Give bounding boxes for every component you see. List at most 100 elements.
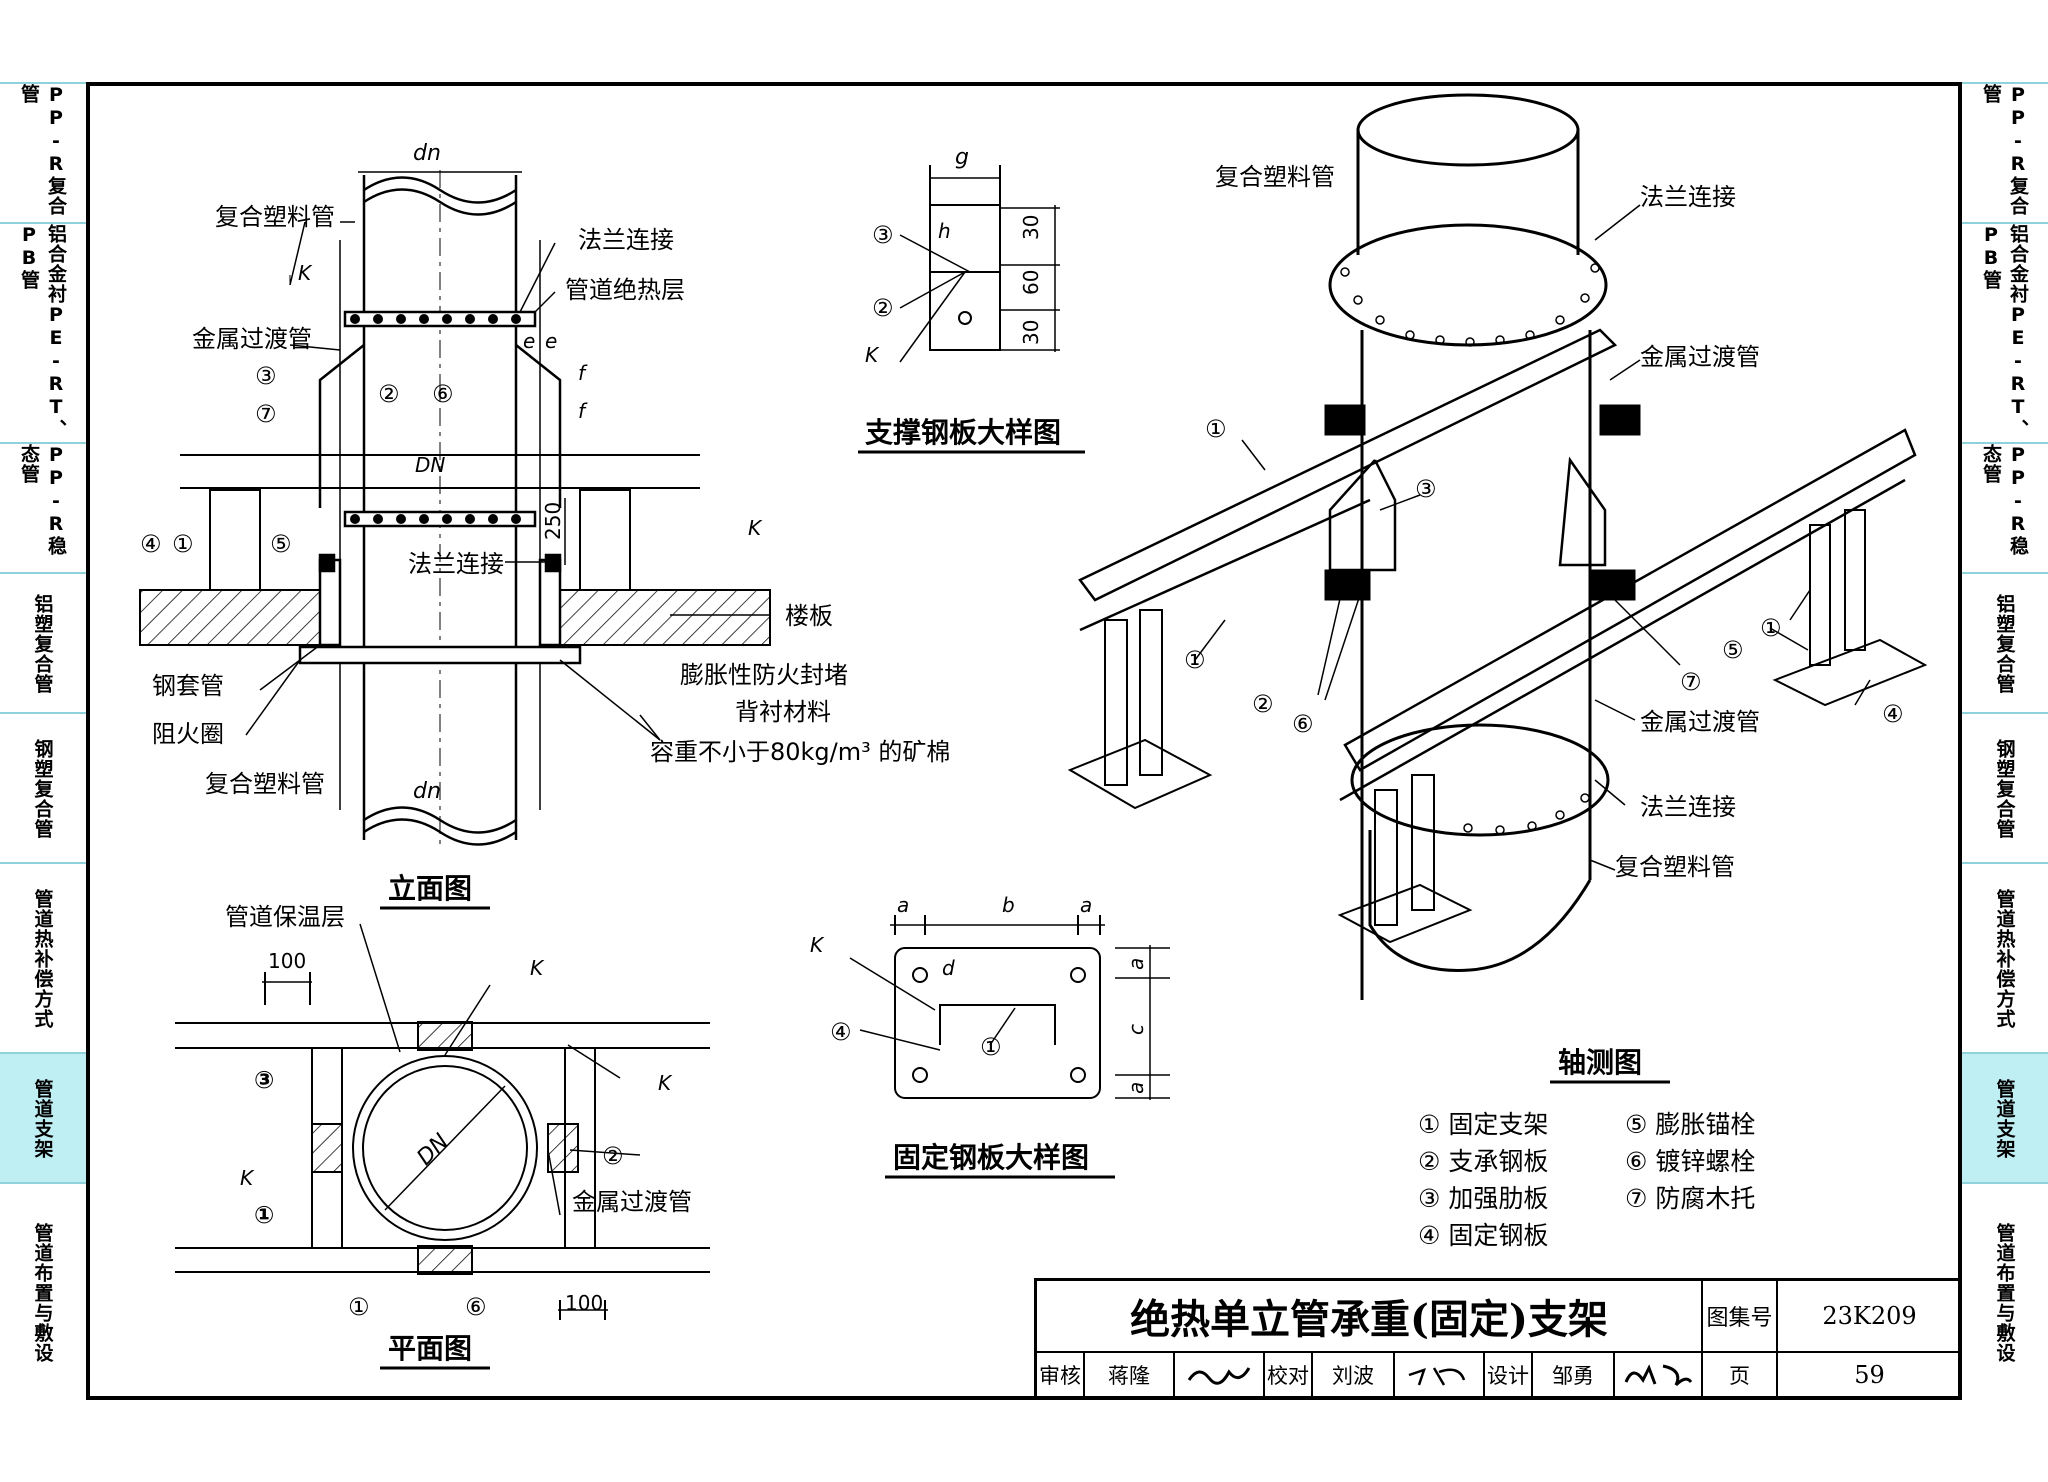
legend-item: ② 支承钢板: [1418, 1147, 1548, 1176]
dim-dn-bottom: dn: [413, 779, 441, 804]
designer-signature: [1615, 1353, 1703, 1396]
axo-callout-1b: ①: [1184, 646, 1206, 674]
elevation-callout-1: ①: [172, 530, 194, 558]
reviewer-name: 蒋隆: [1085, 1353, 1175, 1396]
reviewer-signature: [1175, 1353, 1265, 1396]
fixing-title: 固定钢板大样图: [893, 1141, 1089, 1174]
sidebar-tab[interactable]: 铝塑复合管: [1962, 572, 2048, 714]
elevation-callout-7: ⑦: [255, 400, 277, 428]
axo-callout-1a: ①: [1205, 415, 1227, 443]
elevation-K1: K: [298, 261, 313, 285]
signature-designer-icon: [1624, 1363, 1693, 1386]
checker-signature: [1395, 1353, 1485, 1396]
sidebar-tab[interactable]: PP-R复合管: [1962, 82, 2048, 224]
checker-name: 刘波: [1313, 1353, 1395, 1396]
label-fire-ring: 阻火圈: [152, 720, 224, 748]
sidebar-tab-active[interactable]: 管道支架: [1962, 1052, 2048, 1184]
fixing-callout-4: ④: [830, 1018, 852, 1046]
label-mineral-wool: 容重不小于80kg/m³ 的矿棉: [650, 738, 950, 766]
elevation-callout-2: ②: [378, 380, 400, 408]
support-dim-30b: 30: [1019, 320, 1043, 345]
plan-callout-2: ②: [602, 1142, 624, 1170]
atlas-number: 23K209: [1778, 1281, 1961, 1353]
axo-callout-2: ②: [1252, 690, 1274, 718]
sidebar-tab[interactable]: 管道布置与敷设: [1962, 1182, 2048, 1402]
sidebar-tab-label: 铝塑复合管: [31, 594, 54, 694]
sidebar-tab-label: 铝合金衬PE-RT、PB管: [1980, 224, 2029, 439]
label-composite-pipe-top: 复合塑料管: [215, 203, 335, 231]
page-label: 页: [1703, 1353, 1778, 1396]
left-sidebar: PP-R复合管 铝合金衬PE-RT、PB管 PP-R稳态管 铝塑复合管 钢塑复合…: [0, 82, 86, 1400]
sidebar-tab[interactable]: 铝合金衬PE-RT、PB管: [0, 222, 86, 444]
label-metal-transition: 金属过渡管: [192, 325, 312, 353]
fixing-dim-a4: a: [1124, 1082, 1148, 1094]
sidebar-tab-label: 管道支架: [31, 1079, 54, 1159]
sidebar-tab-label: PP-R稳态管: [1980, 444, 2029, 556]
axo-callout-7: ⑦: [1680, 668, 1702, 696]
support-dim-60: 60: [1019, 270, 1043, 295]
label-composite-pipe-bottom: 复合塑料管: [205, 770, 325, 798]
label-insulation: 管道绝热层: [565, 276, 685, 304]
support-callout-2: ②: [872, 294, 894, 322]
sidebar-tab-active[interactable]: 管道支架: [0, 1052, 86, 1184]
plan-callout-3: ③: [254, 1066, 274, 1094]
axo-callout-4: ④: [1882, 700, 1904, 728]
elevation-callout-3: ③: [255, 362, 277, 390]
label-flange-top: 法兰连接: [578, 226, 674, 254]
sidebar-tab[interactable]: 管道热补偿方式: [0, 862, 86, 1054]
plan-callout-1a: ①: [254, 1201, 274, 1229]
sidebar-tab-label: PP-R复合管: [18, 84, 67, 216]
sidebar-tab[interactable]: 管道热补偿方式: [1962, 862, 2048, 1054]
legend-item: ⑤ 膨胀锚栓: [1625, 1110, 1755, 1139]
sidebar-tab[interactable]: 钢塑复合管: [1962, 712, 2048, 864]
sidebar-tab-label: 管道热补偿方式: [1993, 889, 2016, 1029]
sidebar-tab[interactable]: PP-R稳态管: [0, 442, 86, 574]
support-dim-g: g: [955, 145, 969, 170]
plan-title: 平面图: [388, 1332, 472, 1365]
legend-item: ① 固定支架: [1418, 1110, 1548, 1139]
legend-item: ③ 加强肋板: [1418, 1184, 1548, 1213]
plan-label-insulation: 管道保温层: [225, 903, 345, 931]
sidebar-tab-label: 钢塑复合管: [31, 739, 54, 839]
sidebar-tab[interactable]: 铝塑复合管: [0, 572, 86, 714]
axo-callout-6: ⑥: [1292, 710, 1314, 738]
axo-callout-5: ⑤: [1722, 636, 1744, 664]
plan-K3: K: [240, 1166, 255, 1190]
design-label: 设计: [1485, 1353, 1533, 1396]
dim-f2: f: [578, 399, 588, 423]
sidebar-tab[interactable]: 钢塑复合管: [0, 712, 86, 864]
label-steel-sleeve: 钢套管: [152, 672, 224, 700]
axo-callout-1c: ①: [1760, 614, 1782, 642]
plan-K1: K: [530, 956, 545, 980]
support-dim-30a: 30: [1019, 215, 1043, 240]
elevation-K2: K: [748, 516, 763, 540]
sidebar-tab[interactable]: PP-R稳态管: [1962, 442, 2048, 574]
plan-callout-1b: ①: [348, 1293, 370, 1321]
dim-DN: DN: [415, 453, 445, 477]
drawing-title: 绝热单立管承重(固定)支架: [1037, 1281, 1703, 1353]
axonometric-view: [1067, 93, 1928, 1000]
elevation-title: 立面图: [388, 872, 472, 905]
label-floor-slab: 楼板: [785, 602, 833, 630]
axo-callout-3: ③: [1415, 475, 1437, 503]
page-number: 59: [1854, 1360, 1885, 1389]
fixing-dim-a1: a: [897, 893, 909, 917]
sidebar-tab-label: 管道支架: [1993, 1079, 2016, 1159]
plan-DN: DN: [412, 1129, 453, 1170]
sidebar-tab[interactable]: 管道布置与敷设: [0, 1182, 86, 1402]
label-backing: 背衬材料: [735, 698, 831, 726]
axo-label-composite-top: 复合塑料管: [1215, 163, 1335, 191]
plan-view: [175, 923, 710, 1320]
fixing-K: K: [810, 933, 825, 957]
signature-checker-icon: [1408, 1366, 1466, 1386]
fixing-dim-a2: a: [1080, 893, 1092, 917]
support-dim-h: h: [938, 219, 951, 243]
legend-item: ④ 固定钢板: [1418, 1221, 1548, 1250]
sidebar-tab[interactable]: 铝合金衬PE-RT、PB管: [1962, 222, 2048, 444]
support-title: 支撑钢板大样图: [865, 416, 1061, 449]
axo-label-composite-bottom: 复合塑料管: [1615, 853, 1735, 881]
elevation-view: [139, 170, 771, 850]
legend: ① 固定支架 ⑤ 膨胀锚栓 ② 支承钢板 ⑥ 镀锌螺栓 ③ 加强肋板 ⑦ 防腐木…: [1418, 1110, 1755, 1250]
sidebar-tab[interactable]: PP-R复合管: [0, 82, 86, 224]
